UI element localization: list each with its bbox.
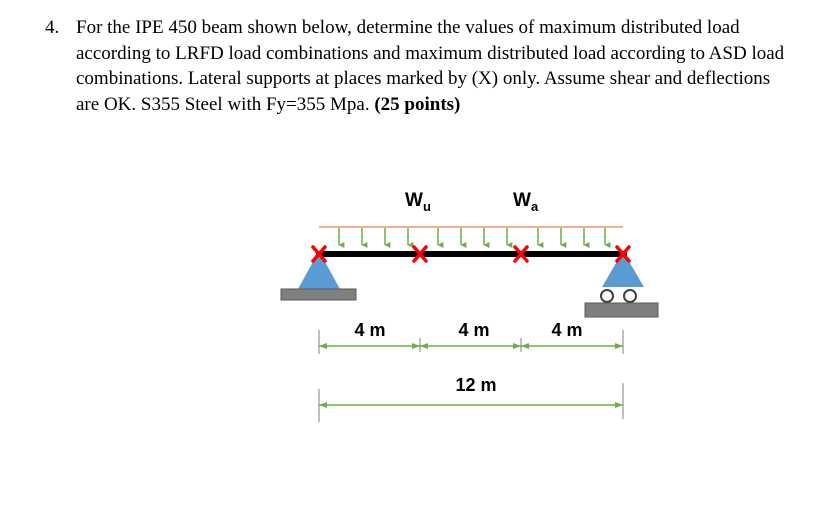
total-dimension-line [318, 383, 624, 422]
span-label-1: 4 m [354, 320, 385, 340]
ground-right [584, 302, 659, 318]
lateral-support-mark [412, 245, 428, 263]
question-points: (25 points) [374, 93, 461, 115]
lateral-support-mark [311, 245, 327, 263]
question-text: For the IPE 450 beam shown below, determ… [76, 17, 785, 115]
span-label-3: 4 m [551, 320, 582, 340]
roller-wheel [623, 289, 637, 303]
load-label-wu: Wu [405, 190, 431, 214]
lateral-support-mark [513, 245, 529, 263]
question-number: 4. [45, 17, 60, 38]
total-length-label: 12 m [455, 375, 496, 395]
distributed-load-arrows [338, 228, 611, 248]
load-label-wa: Wa [513, 190, 539, 214]
roller-support-right [602, 251, 644, 287]
roller-wheel [600, 289, 614, 303]
beam [316, 251, 627, 257]
lateral-support-mark [615, 245, 631, 263]
span-label-2: 4 m [458, 320, 489, 340]
span-dimension-lines [318, 330, 624, 354]
question-block: 4. For the IPE 450 beam shown below, det… [45, 15, 785, 117]
question-body: For the IPE 450 beam shown below, determ… [76, 15, 785, 117]
pin-support-left [298, 251, 340, 289]
ground-left [280, 288, 357, 301]
